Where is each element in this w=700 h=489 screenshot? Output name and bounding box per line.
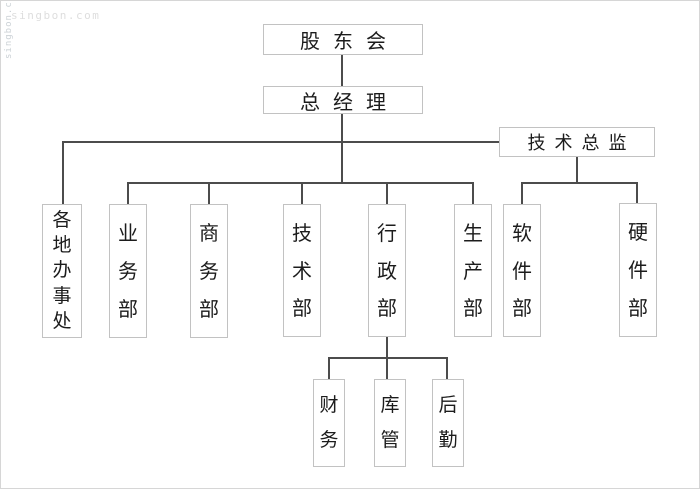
- connector-sub-horizontal: [328, 357, 448, 359]
- connector-cto-stem: [576, 157, 578, 184]
- connector-cto-horizontal: [521, 182, 638, 184]
- connector-gm-stem: [341, 114, 343, 184]
- node-hardware-dept: 硬件部: [619, 203, 657, 337]
- node-general-manager: 总经理: [263, 86, 423, 114]
- node-software-dept: 软件部: [503, 204, 541, 337]
- connector-offices-drop: [62, 141, 64, 204]
- connector-production-drop: [472, 182, 474, 204]
- node-regional-offices: 各地办事处: [42, 204, 82, 338]
- connector-logistics-drop: [446, 357, 448, 379]
- watermark-vertical-text: singbon.com: [4, 0, 14, 59]
- node-tech-director: 技术总监: [499, 127, 655, 157]
- node-business-dept: 业务部: [109, 204, 147, 338]
- connector-finance-drop: [328, 357, 330, 379]
- node-production-dept: 生产部: [454, 204, 492, 337]
- connector-tech-drop: [301, 182, 303, 204]
- connector-software-drop: [521, 182, 523, 204]
- connector-admin-stem: [386, 337, 388, 359]
- connector-warehouse-drop: [386, 357, 388, 379]
- node-admin-dept: 行政部: [368, 204, 406, 337]
- connector-commerce-drop: [208, 182, 210, 204]
- connector-hardware-drop: [636, 182, 638, 203]
- connector-main-horizontal: [62, 141, 500, 143]
- node-logistics: 后勤: [432, 379, 464, 467]
- node-finance: 财务: [313, 379, 345, 467]
- connector-admin-drop: [386, 182, 388, 204]
- node-commerce-dept: 商务部: [190, 204, 228, 338]
- connector-depts-horizontal: [127, 182, 474, 184]
- watermark-text: singbon.com: [11, 9, 101, 22]
- connector-business-drop: [127, 182, 129, 204]
- node-shareholders: 股东会: [263, 24, 423, 55]
- node-tech-dept: 技术部: [283, 204, 321, 337]
- node-warehouse: 库管: [374, 379, 406, 467]
- connector-shareholders-gm: [341, 55, 343, 87]
